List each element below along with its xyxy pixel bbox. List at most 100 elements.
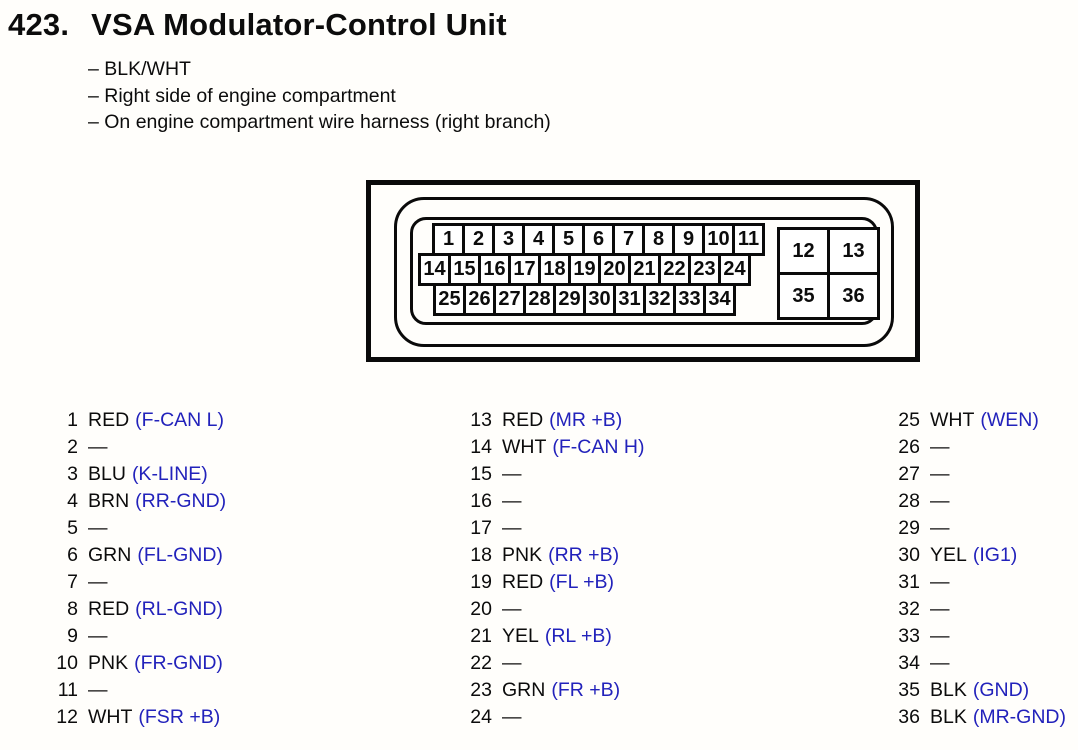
pin-cell: 24: [718, 253, 751, 286]
pin-row: 28—: [880, 488, 1066, 515]
pin-number: 29: [898, 517, 920, 539]
section-number: 423.: [8, 7, 70, 42]
wire-color: BLU: [88, 463, 126, 485]
connector-pin-row-3: 25 26 27 28 29 30 31 32 33 34: [433, 283, 736, 316]
wire-color: —: [502, 517, 522, 539]
pin-cell: 9: [672, 223, 705, 256]
pin-number: 33: [898, 625, 920, 647]
pin-row: 16 —: [452, 488, 644, 515]
signal-name: (FR-GND): [134, 652, 223, 674]
signal-name: (RR +B): [548, 544, 620, 566]
pin-number: 5: [67, 517, 78, 539]
wire-color: WHT: [502, 436, 547, 458]
pin-cell: 16: [478, 253, 511, 286]
wire-color: —: [930, 652, 950, 674]
pin-row: 24—: [452, 704, 644, 731]
pin-cell: 6: [582, 223, 615, 256]
pin-cell: 3: [492, 223, 525, 256]
pin-cell: 23: [688, 253, 721, 286]
wire-color: GRN: [88, 544, 132, 566]
pin-cell: 8: [642, 223, 675, 256]
pin-row: 29—: [880, 515, 1066, 542]
pin-cell: 32: [643, 283, 676, 316]
pin-number: 16: [470, 490, 492, 512]
pin-number: 23: [470, 679, 492, 701]
side-grid-row: 35 36: [777, 272, 880, 320]
pin-number: 9: [67, 625, 78, 647]
wire-color: —: [88, 625, 108, 647]
pin-number: 31: [898, 571, 920, 593]
wire-color: BRN: [88, 490, 130, 512]
wire-color: —: [930, 571, 950, 593]
wire-color: —: [502, 652, 522, 674]
signal-name: (RL-GND): [135, 598, 223, 620]
signal-name: (FR +B): [551, 679, 621, 701]
pin-row: 7—: [38, 569, 226, 596]
wire-color: —: [502, 463, 522, 485]
pin-cell: 15: [448, 253, 481, 286]
pin-cell: 20: [598, 253, 631, 286]
wire-color: —: [930, 598, 950, 620]
wire-color: BLK: [930, 706, 967, 728]
section-title: VSA Modulator-Control Unit: [91, 7, 507, 42]
wire-color: RED: [502, 409, 544, 431]
pin-cell: 27: [493, 283, 526, 316]
connector-outline-outer: [394, 197, 894, 347]
pin-cell: 1: [432, 223, 465, 256]
pin-row: 17—: [452, 515, 644, 542]
pin-number: 7: [67, 571, 78, 593]
page-title: 423. VSA Modulator-Control Unit: [8, 8, 507, 42]
pin-row: 31 —: [880, 569, 1066, 596]
wire-color: PNK: [502, 544, 543, 566]
signal-name: (FL +B): [549, 571, 615, 593]
pin-cell: 7: [612, 223, 645, 256]
pin-cell: 21: [628, 253, 661, 286]
pin-number: 32: [898, 598, 920, 620]
pin-number: 18: [470, 544, 492, 566]
pin-row: 33—: [880, 623, 1066, 650]
pin-row: 8 RED(RL-GND): [38, 596, 226, 623]
pin-row: 2—: [38, 434, 226, 461]
pin-cell: 26: [463, 283, 496, 316]
signal-name: (F-CAN H): [552, 436, 645, 458]
pin-row: 32 —: [880, 596, 1066, 623]
wire-color: YEL: [502, 625, 539, 647]
pin-number: 28: [898, 490, 920, 512]
pin-number: 15: [470, 463, 492, 485]
pin-cell: 31: [613, 283, 646, 316]
wire-color: —: [502, 490, 522, 512]
connector-pin-row-2: 14 15 16 17 18 19 20 21 22 23 24: [418, 253, 751, 286]
pin-cell: 17: [508, 253, 541, 286]
pin-row: 9—: [38, 623, 226, 650]
pin-cell: 34: [703, 283, 736, 316]
connector-pin-row-1: 1 2 3 4 5 6 7 8 9 10 11: [432, 223, 765, 256]
wire-color: —: [88, 517, 108, 539]
wire-color: —: [930, 463, 950, 485]
wire-color: RED: [88, 598, 130, 620]
signal-name: (MR +B): [549, 409, 623, 431]
pin-cell: 29: [553, 283, 586, 316]
pin-number: 8: [67, 598, 78, 620]
pin-number: 19: [470, 571, 492, 593]
wire-color: BLK: [930, 679, 967, 701]
connector-diagram: 1 2 3 4 5 6 7 8 9 10 11 14 15 16 17 18 1…: [366, 180, 920, 362]
pin-cell: 25: [433, 283, 466, 316]
pin-cell: 36: [827, 272, 880, 320]
pin-number: 2: [67, 436, 78, 458]
wire-color: —: [502, 598, 522, 620]
pin-number: 35: [898, 679, 920, 701]
wire-color: —: [930, 436, 950, 458]
